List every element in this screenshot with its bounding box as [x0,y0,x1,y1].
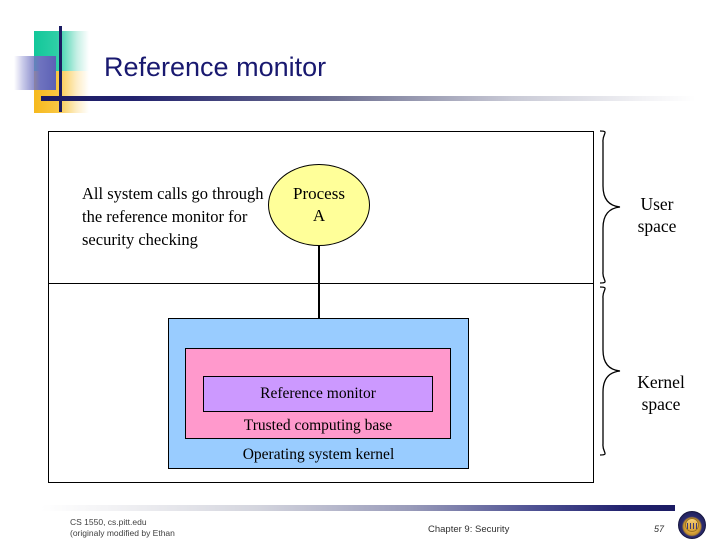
operating-system-kernel-label: Operating system kernel [242,446,395,463]
user-space-label-line1: User [640,194,674,214]
title-underline-bar [41,96,696,101]
process-label-line2: A [312,206,326,225]
user-space-brace-icon [599,130,621,284]
user-space-label-line2: space [637,216,677,236]
slide-header: Reference monitor [0,0,720,120]
description-text: All system calls go through the referenc… [82,184,264,249]
kernel-space-brace-icon [599,286,621,456]
footer-attribution-line2: (originaly modified by Ethan [70,528,175,538]
kernel-space-label: Kernel space [622,371,700,415]
kernel-space-label-line2: space [641,394,681,414]
process-label-line1: Process [293,184,345,203]
footer-page-number: 57 [654,524,665,534]
reference-monitor-label: Reference monitor [260,385,376,402]
footer-gradient-bar [41,505,675,511]
decoration-vertical-line [59,26,62,112]
decoration-blue-square [14,56,56,90]
user-kernel-space-divider [48,283,594,284]
reference-monitor-box: Reference monitor [203,376,433,412]
footer-chapter-label: Chapter 9: Security [428,524,510,535]
space-braces [599,130,621,456]
university-seal-bars [687,523,697,529]
university-seal-icon [678,511,706,539]
trusted-computing-base-label: Trusted computing base [243,417,393,434]
process-a-node: Process A [268,164,370,246]
user-space-label: User space [622,193,692,237]
footer-attribution: CS 1550, cs.pitt.edu (originaly modified… [70,517,175,539]
syscall-arrow-line [318,246,321,342]
kernel-space-label-line1: Kernel [637,372,685,392]
footer-attribution-line1: CS 1550, cs.pitt.edu [70,517,147,527]
page-title: Reference monitor [104,52,327,82]
